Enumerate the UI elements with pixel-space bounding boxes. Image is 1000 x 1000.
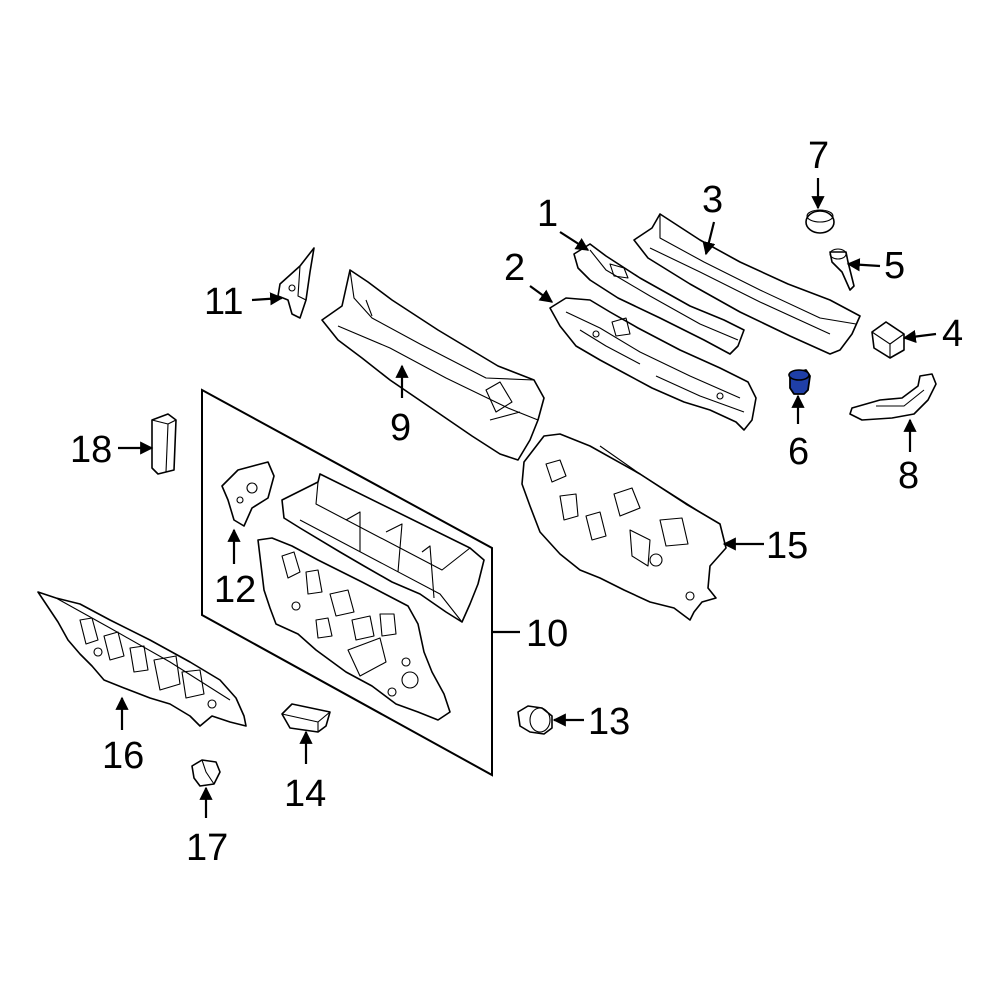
callout-7: 7 [808, 135, 829, 177]
callout-14: 14 [284, 773, 326, 815]
callout-13: 13 [588, 701, 630, 743]
callout-2: 2 [504, 247, 525, 289]
part-18-pad[interactable] [151, 413, 177, 475]
callout-16: 16 [102, 735, 144, 777]
callout-4: 4 [942, 313, 963, 355]
part-2-cowl-reinforcement[interactable] [549, 297, 757, 431]
frame-upper-cowl-panel[interactable] [281, 473, 485, 623]
callout-labels: 1 2 3 4 5 6 7 8 9 10 11 12 13 14 15 16 1… [70, 135, 963, 869]
leader-2 [529, 285, 554, 303]
callout-17: 17 [186, 827, 228, 869]
part-17-clip[interactable] [191, 759, 221, 787]
part-11-bracket[interactable] [277, 247, 315, 319]
part-16-lower-panel[interactable] [37, 591, 247, 727]
leader-lines [115, 178, 937, 818]
part-15-insulator[interactable] [521, 433, 727, 621]
callout-5: 5 [884, 245, 905, 287]
callout-10: 10 [526, 613, 568, 655]
callout-15: 15 [766, 525, 808, 567]
part-7-cap[interactable] [805, 209, 835, 234]
part-3-cowl-cover[interactable] [633, 213, 861, 355]
part-1-cowl-grille[interactable] [573, 243, 745, 355]
part-9-cowl-panel[interactable] [321, 269, 545, 461]
callout-1: 1 [537, 193, 558, 235]
frame-lower-dash-panel[interactable] [257, 537, 451, 721]
leader-1 [559, 231, 590, 251]
callout-3: 3 [702, 179, 723, 221]
part-5-clip[interactable] [829, 248, 855, 291]
leader-3 [702, 221, 716, 256]
leader-5 [846, 258, 881, 272]
part-4-block[interactable] [871, 321, 905, 359]
callout-18: 18 [70, 429, 112, 471]
callout-9: 9 [390, 407, 411, 449]
part-8-side-bracket[interactable] [849, 373, 937, 421]
leader-11 [251, 292, 284, 306]
part-13-grommet[interactable] [517, 705, 553, 735]
part-12-bracket[interactable] [221, 461, 275, 527]
leader-4 [902, 329, 937, 344]
callout-12: 12 [214, 569, 256, 611]
callout-11: 11 [204, 281, 243, 323]
callout-8: 8 [898, 455, 919, 497]
part-14-block[interactable] [281, 703, 331, 733]
callout-6: 6 [788, 431, 809, 473]
part-6-fastener[interactable] [788, 369, 811, 395]
